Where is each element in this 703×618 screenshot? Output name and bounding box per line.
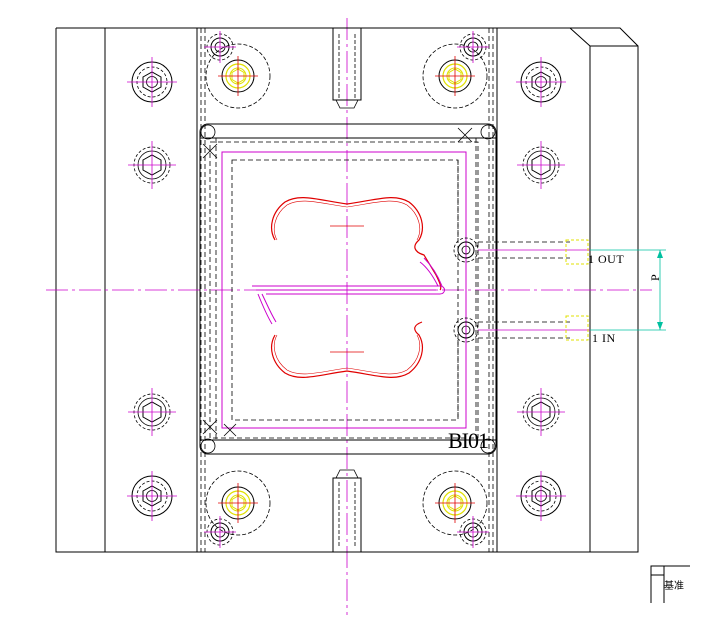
centerlines: [46, 18, 652, 615]
outlet-label: 1 OUT: [588, 252, 625, 266]
hex-bolts: [126, 56, 567, 522]
port-out: [453, 237, 590, 265]
datum-symbol: [650, 565, 690, 603]
port-in: [453, 315, 590, 343]
bottom-slot: [332, 469, 362, 553]
cooling-frame: [199, 123, 497, 455]
datum-label: 基准: [664, 581, 684, 592]
pitch-dimension-label: P: [648, 274, 662, 281]
runner: [252, 257, 445, 325]
pitch-dimension: [590, 249, 666, 331]
part-number-label: BI01: [448, 428, 489, 453]
cavity-outline: [271, 197, 442, 378]
inlet-label: 1 IN: [592, 331, 616, 345]
top-slot: [332, 27, 362, 109]
